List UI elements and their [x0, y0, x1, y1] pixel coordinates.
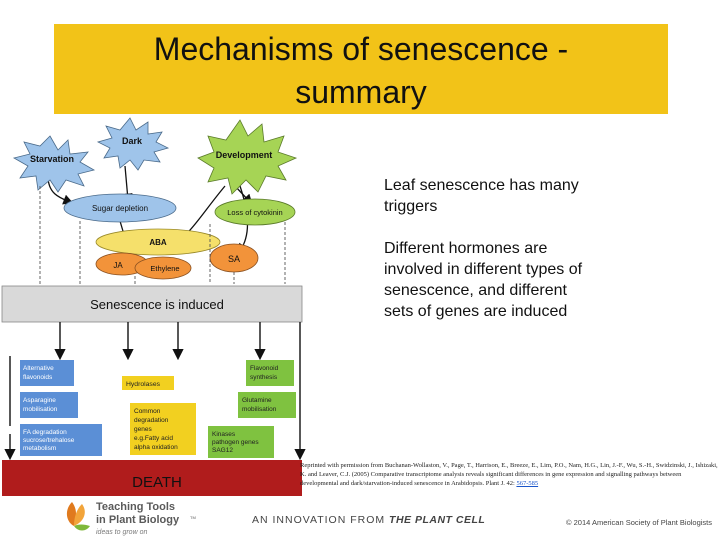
glutamine-box: [238, 392, 296, 418]
common-genes-label: Common degradation genes e.g.Fatty acid …: [134, 408, 178, 451]
glutamine-label: Glutamine mobilisation: [242, 397, 277, 413]
kinases-box: [208, 426, 274, 458]
citation: Reprinted with permission from Buchanan-…: [300, 461, 718, 488]
logo-line-1: Teaching Tools: [96, 501, 175, 513]
bullet-triggers: Leaf senescence has many triggers: [384, 175, 579, 217]
leaf-icon: [66, 502, 90, 531]
ja-label: JA: [113, 261, 123, 270]
logo-line-2: in Plant Biology: [96, 514, 180, 526]
kinases-label: Kinases pathogen genes SAG12: [212, 431, 260, 454]
senescence-diagram: Dark Starvation Development Sugar deplet…: [1, 117, 306, 496]
development-burst: [197, 119, 298, 195]
bullet-line: senescence, and different: [384, 282, 567, 299]
signal-dashes: [39, 186, 286, 284]
innovation-prefix: AN INNOVATION FROM: [252, 514, 386, 526]
copyright: © 2014 American Society of Plant Biologi…: [566, 518, 713, 527]
innovation-brand: THE PLANT CELL: [389, 514, 486, 526]
title-line-2: summary: [295, 74, 427, 110]
sugar-depletion-label: Sugar depletion: [92, 204, 148, 213]
bullet-line: involved in different types of: [384, 261, 583, 278]
alt-flavonoids-label: Alternative flavonoids: [23, 365, 56, 381]
fa-degradation-label: FA degradation sucrose/trehalose metabol…: [23, 429, 76, 452]
asparagine-box: [20, 392, 78, 418]
outcome-arrows: [4, 322, 306, 461]
bullet-line: Leaf senescence has many: [384, 177, 579, 194]
dark-label: Dark: [122, 136, 143, 146]
death-label: DEATH: [132, 474, 182, 491]
cytokinin-label: Loss of cytokinin: [227, 208, 282, 217]
bullet-line: sets of genes are induced: [384, 303, 568, 320]
logo-tm: TM: [190, 515, 196, 520]
teaching-tools-logo: Teaching Tools in Plant Biology TM ideas…: [66, 501, 196, 536]
title-banner: [54, 24, 668, 114]
sa-label: SA: [228, 254, 240, 264]
cytokinin-oval: [214, 198, 296, 226]
slide-title: Mechanisms of senescence - summary: [54, 28, 668, 114]
innovation-credit: AN INNOVATION FROM THE PLANT CELL: [252, 514, 485, 526]
dark-burst: [96, 117, 170, 171]
flavonoid-synthesis-box: [246, 360, 294, 386]
sugar-depletion-oval: [63, 193, 177, 223]
senescence-induced-label: Senescence is induced: [90, 297, 224, 312]
starvation-burst: [12, 135, 96, 193]
citation-text: Reprinted with permission from Buchanan-…: [300, 462, 718, 487]
starvation-label: Starvation: [30, 154, 74, 164]
fa-degradation-box: [20, 424, 102, 456]
ethylene-oval: [134, 256, 192, 280]
title-line-1: Mechanisms of senescence -: [153, 31, 569, 67]
development-label: Development: [216, 150, 273, 160]
asparagine-label: Asparagine mobilisation: [23, 397, 58, 413]
bullet-line: triggers: [384, 198, 438, 215]
hydrolases-label: Hydrolases: [126, 381, 161, 388]
senescence-induced-bar: [1, 285, 303, 323]
logo-tagline: ideas to grow on: [96, 529, 147, 536]
ethylene-label: Ethylene: [150, 264, 179, 273]
common-genes-box: [130, 403, 196, 455]
alt-flavonoids-box: [20, 360, 74, 386]
hydrolases-box: [122, 376, 174, 390]
aba-oval: [95, 228, 221, 256]
bullet-hormones: Different hormones are involved in diffe…: [384, 238, 582, 322]
bullet-line: Different hormones are: [384, 240, 548, 257]
citation-doi-link[interactable]: 567-585: [516, 480, 539, 487]
flavonoid-synthesis-label: Flavonoid synthesis: [250, 365, 280, 381]
death-bar: [2, 460, 302, 496]
aba-label: ABA: [149, 238, 167, 247]
